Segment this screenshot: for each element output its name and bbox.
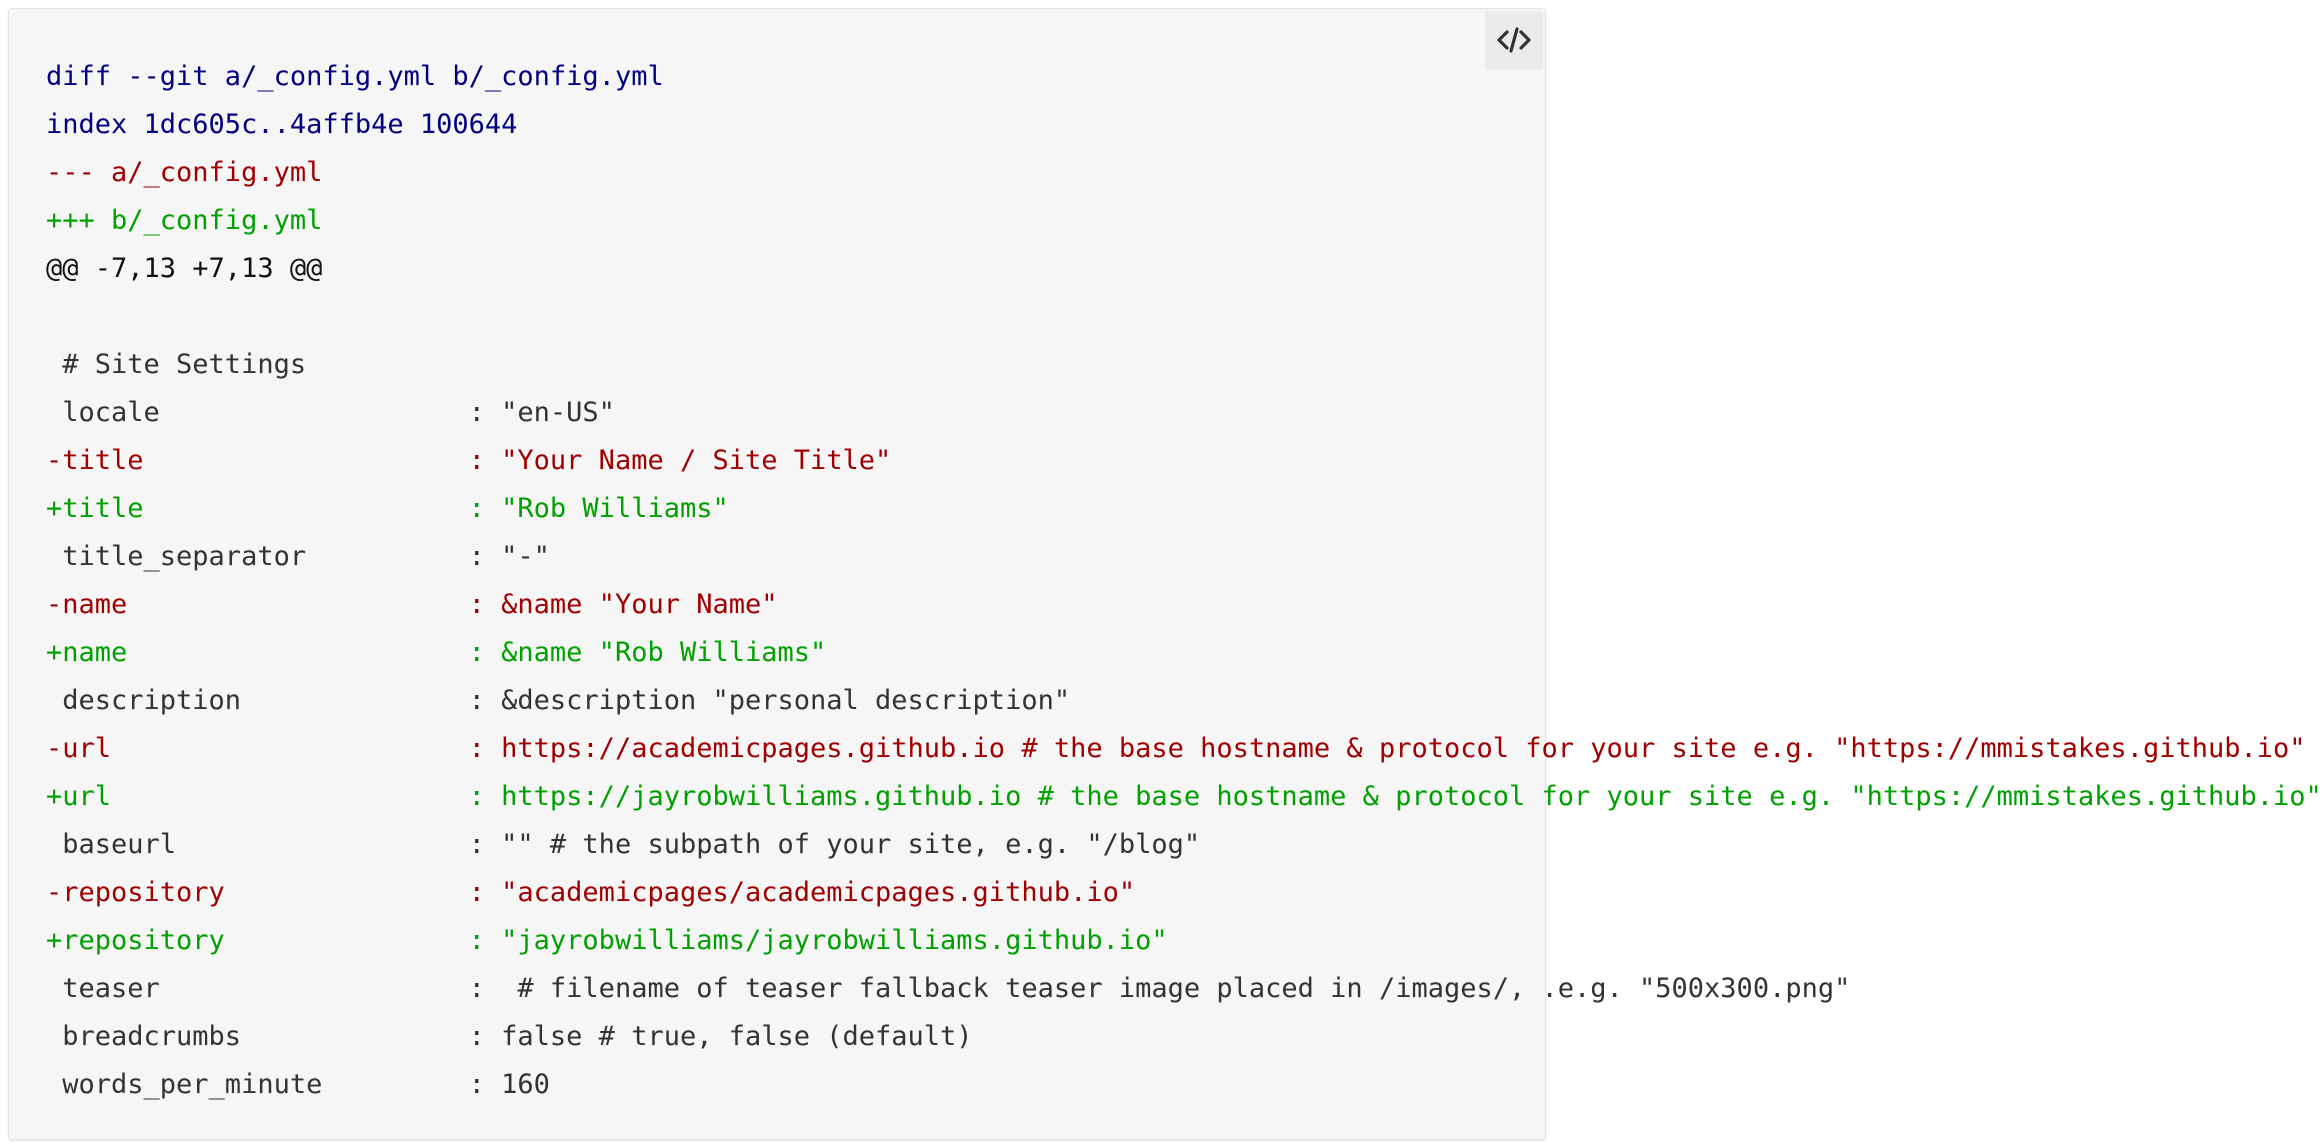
diff-line-tofile: +++ b/_config.yml <box>46 205 323 236</box>
diff-line-del: -title : "Your Name / Site Title" <box>46 445 892 476</box>
view-source-button[interactable] <box>1485 11 1543 69</box>
diff-line-ctx: description : &description "personal des… <box>46 685 1071 716</box>
diff-line-del: -name : &name "Your Name" <box>46 589 778 620</box>
diff-line-ctx: title_separator : "-" <box>46 541 550 572</box>
diff-line-ctx: breadcrumbs : false # true, false (defau… <box>46 1021 973 1052</box>
diff-line-add: +title : "Rob Williams" <box>46 493 729 524</box>
diff-line-del: -url : https://academicpages.github.io #… <box>46 733 2306 764</box>
diff-line-ctx: baseurl : "" # the subpath of your site,… <box>46 829 1201 860</box>
diff-line-add: +repository : "jayrobwilliams/jayrobwill… <box>46 925 1168 956</box>
diff-line-fromfile: --- a/_config.yml <box>46 157 323 188</box>
code-icon <box>1497 27 1531 53</box>
diff-line-hunk: @@ -7,13 +7,13 @@ <box>46 253 323 284</box>
diff-line-ctx: # Site Settings <box>46 349 307 380</box>
diff-line-ctx: teaser : # filename of teaser fallback t… <box>46 973 1851 1004</box>
diff-line-meta: index 1dc605c..4affb4e 100644 <box>46 109 518 140</box>
diff-line-add: +name : &name "Rob Williams" <box>46 637 827 668</box>
diff-line-ctx: words_per_minute : 160 <box>46 1069 550 1100</box>
diff-line-add: +url : https://jayrobwilliams.github.io … <box>46 781 2322 812</box>
diff-line-ctx: locale : "en-US" <box>46 397 615 428</box>
diff-line-meta: diff --git a/_config.yml b/_config.yml <box>46 61 664 92</box>
diff-line-blank <box>46 293 1508 341</box>
diff-line-del: -repository : "academicpages/academicpag… <box>46 877 1136 908</box>
